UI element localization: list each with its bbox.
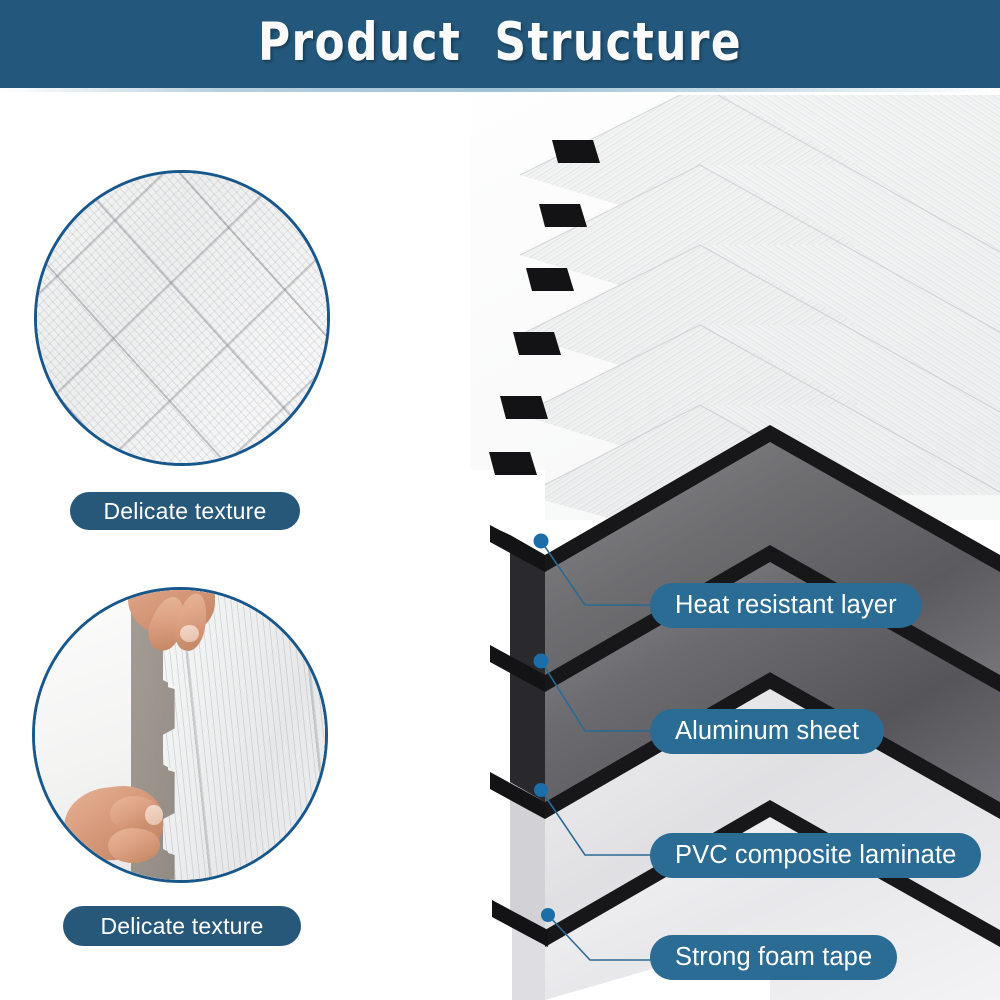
leader-line-pvc [540, 789, 660, 856]
texture-closeup-photo [34, 170, 330, 466]
leader-line-aluminum [540, 660, 660, 732]
anchor-dot-aluminum [533, 653, 549, 669]
nail-lower [145, 804, 163, 825]
layer-label-heat-resistant: Heat resistant layer [650, 583, 922, 628]
layer-label-strong-foam-tape: Strong foam tape [650, 935, 898, 980]
herringbone-top-surface [470, 95, 1000, 520]
leader-line-heat-resistant [540, 540, 660, 606]
nail-upper [180, 624, 199, 643]
callout-anchor-dots [533, 533, 555, 922]
anchor-dot-pvc [534, 783, 548, 797]
anchor-dot-foam [541, 908, 555, 922]
caption-pill-texture-closeup: Delicate texture [70, 492, 300, 530]
leader-line-foam [547, 914, 660, 961]
anchor-dot-heat-resistant [533, 533, 549, 549]
page-title: Product Structure [258, 12, 742, 73]
peel-scene-image [35, 590, 325, 880]
tile-edge-tabs [489, 140, 600, 475]
callout-leader-lines [540, 540, 660, 961]
header-banner: Product Structure [0, 0, 1000, 88]
header-divider [0, 88, 1000, 92]
layer-label-aluminum-sheet: Aluminum sheet [650, 709, 885, 754]
herringbone-texture-image [37, 173, 327, 463]
layer-label-pvc-composite-laminate: PVC composite laminate [650, 833, 982, 878]
caption-pill-peel-and-stick: Delicate texture [63, 906, 301, 946]
layer-heat-resistant [488, 425, 1000, 690]
peel-and-stick-photo [32, 587, 328, 883]
